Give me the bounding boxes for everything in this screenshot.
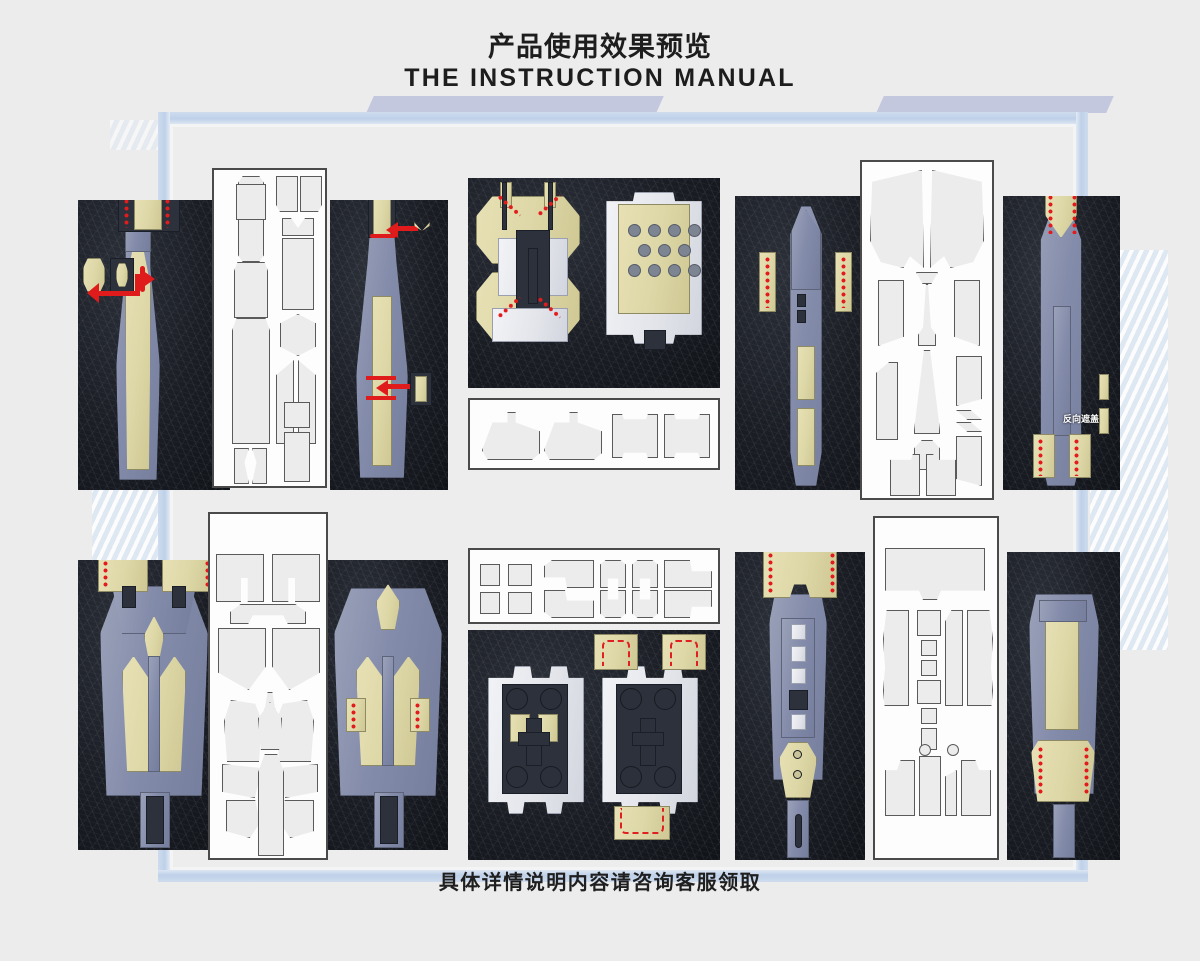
reverse-mask-label: 反向遮盖: [1063, 414, 1100, 424]
panel-row-top: 反向遮盖: [78, 160, 1120, 500]
panel-bottom-center: [420, 530, 720, 860]
frame-tab-right: [876, 96, 1114, 113]
photo-plate-foot: [468, 630, 720, 860]
mask-sheet-skirt: [208, 512, 328, 860]
mask-sheet-foot: [468, 548, 720, 624]
panel-row-bottom: [78, 512, 1120, 860]
frame-tab-left: [366, 96, 664, 113]
photo-plate-rifle-masked: [1003, 196, 1120, 490]
page-title-en: THE INSTRUCTION MANUAL: [404, 64, 796, 93]
mask-sheet-leg: [873, 516, 999, 860]
panel-top-right: 反向遮盖: [735, 160, 1120, 500]
photo-plate-barrel-b: [330, 200, 448, 490]
page-title-cn: 产品使用效果预览: [488, 32, 712, 62]
photo-plate-skirt-a: [78, 560, 230, 850]
frame-bar-top: [158, 112, 1088, 124]
panel-bottom-right: [735, 516, 1120, 860]
page-title: 产品使用效果预览 THE INSTRUCTION MANUAL: [0, 32, 1200, 94]
photo-plate-backpack: [468, 178, 720, 388]
frame-bar-bottom: [158, 870, 1088, 882]
photo-plate-skirt-b: [328, 560, 448, 850]
photo-plate-barrel-a: [78, 200, 230, 490]
panel-grid: 反向遮盖: [78, 130, 1120, 870]
panel-top-center: [420, 160, 720, 500]
footer-caption: 具体详情说明内容请咨询客服领取: [438, 872, 762, 894]
mask-sheet-backpack: [468, 398, 720, 470]
panel-bottom-left: [78, 512, 448, 860]
mask-sheet-barrel: [212, 168, 327, 488]
panel-top-left: [78, 160, 448, 500]
photo-plate-leg-b: [1007, 552, 1120, 860]
mask-sheet-rifle: [860, 160, 994, 500]
photo-plate-leg-a: [735, 552, 865, 860]
